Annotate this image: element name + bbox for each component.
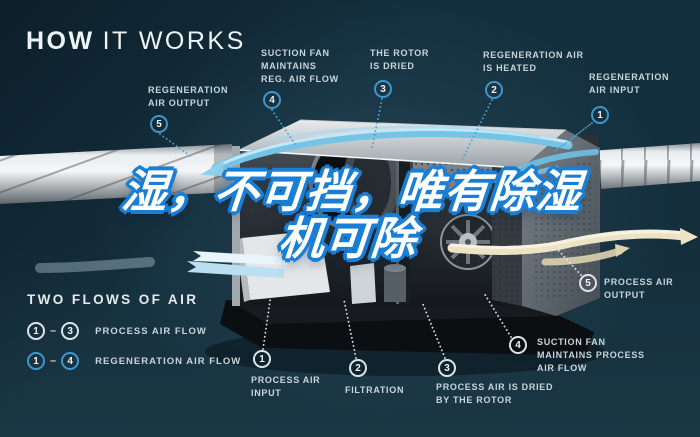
left-duct <box>0 144 232 204</box>
legend-process-from-badge: 1 <box>27 322 45 340</box>
process-air-input-arrows <box>35 251 288 278</box>
watermark-text: 湿，不可挡，唯有除湿 机可除 <box>0 165 700 265</box>
legend-regen-label: REGENERATION AIR FLOW <box>95 355 242 367</box>
legend-row-process: 1 – 3 PROCESS AIR FLOW <box>27 322 207 340</box>
process-step-1-label: PROCESS AIR INPUT <box>251 375 321 399</box>
process-step-3-label: PROCESS AIR IS DRIED BY THE ROTOR <box>436 382 554 406</box>
process-step-4-label: SUCTION FAN MAINTAINS PROCESS AIR FLOW <box>537 337 645 374</box>
regen-step-5-label: REGENERATION AIR OUTPUT <box>148 85 229 109</box>
legend-dash: – <box>50 355 57 367</box>
process-air-output-arrows <box>447 228 698 266</box>
regeneration-airflow-arrows <box>200 125 599 192</box>
process-step-5-badge: 5 <box>579 274 597 292</box>
regen-step-3-badge: 3 <box>374 80 392 98</box>
title-light: IT WORKS <box>102 27 246 55</box>
legend-dash: – <box>50 325 57 337</box>
regen-step-4-label: SUCTION FAN MAINTAINS REG. AIR FLOW <box>261 48 339 85</box>
regen-step-2-badge: 2 <box>485 81 503 99</box>
title-bold: HOW <box>26 27 95 55</box>
process-step-2-label: FILTRATION <box>345 385 405 395</box>
legend-process-to-badge: 3 <box>61 322 80 340</box>
process-step-4-badge: 4 <box>509 336 527 354</box>
process-step-1-badge: 1 <box>253 350 271 368</box>
regen-step-1-label: REGENERATION AIR INPUT <box>589 72 670 96</box>
process-step-3-badge: 3 <box>438 359 456 377</box>
process-step-5-label: PROCESS AIR OUTPUT <box>604 277 674 301</box>
regen-step-1-badge: 1 <box>591 106 609 124</box>
watermark-line1: 湿，不可挡，唯有除湿 <box>119 165 585 218</box>
legend-heading: TWO FLOWS OF AIR <box>27 292 199 307</box>
legend-regen-from-badge: 1 <box>27 352 45 370</box>
fan-wheel <box>440 214 496 270</box>
process-step-2-badge: 2 <box>349 359 367 377</box>
machine-cutaway <box>220 119 600 356</box>
regen-step-3-label: THE ROTOR IS DRIED <box>370 48 430 72</box>
regen-step-2-label: REGENERATION AIR IS HEATED <box>483 50 584 74</box>
legend-regen-to-badge: 4 <box>61 352 80 370</box>
legend-process-label: PROCESS AIR FLOW <box>95 325 207 337</box>
callout-lines <box>159 98 593 359</box>
legend-row-regeneration: 1 – 4 REGENERATION AIR FLOW <box>27 352 241 370</box>
regen-step-4-badge: 4 <box>263 91 281 109</box>
regen-step-5-badge: 5 <box>150 115 168 133</box>
heater-element <box>413 174 492 192</box>
watermark-line2: 机可除 <box>276 212 420 265</box>
